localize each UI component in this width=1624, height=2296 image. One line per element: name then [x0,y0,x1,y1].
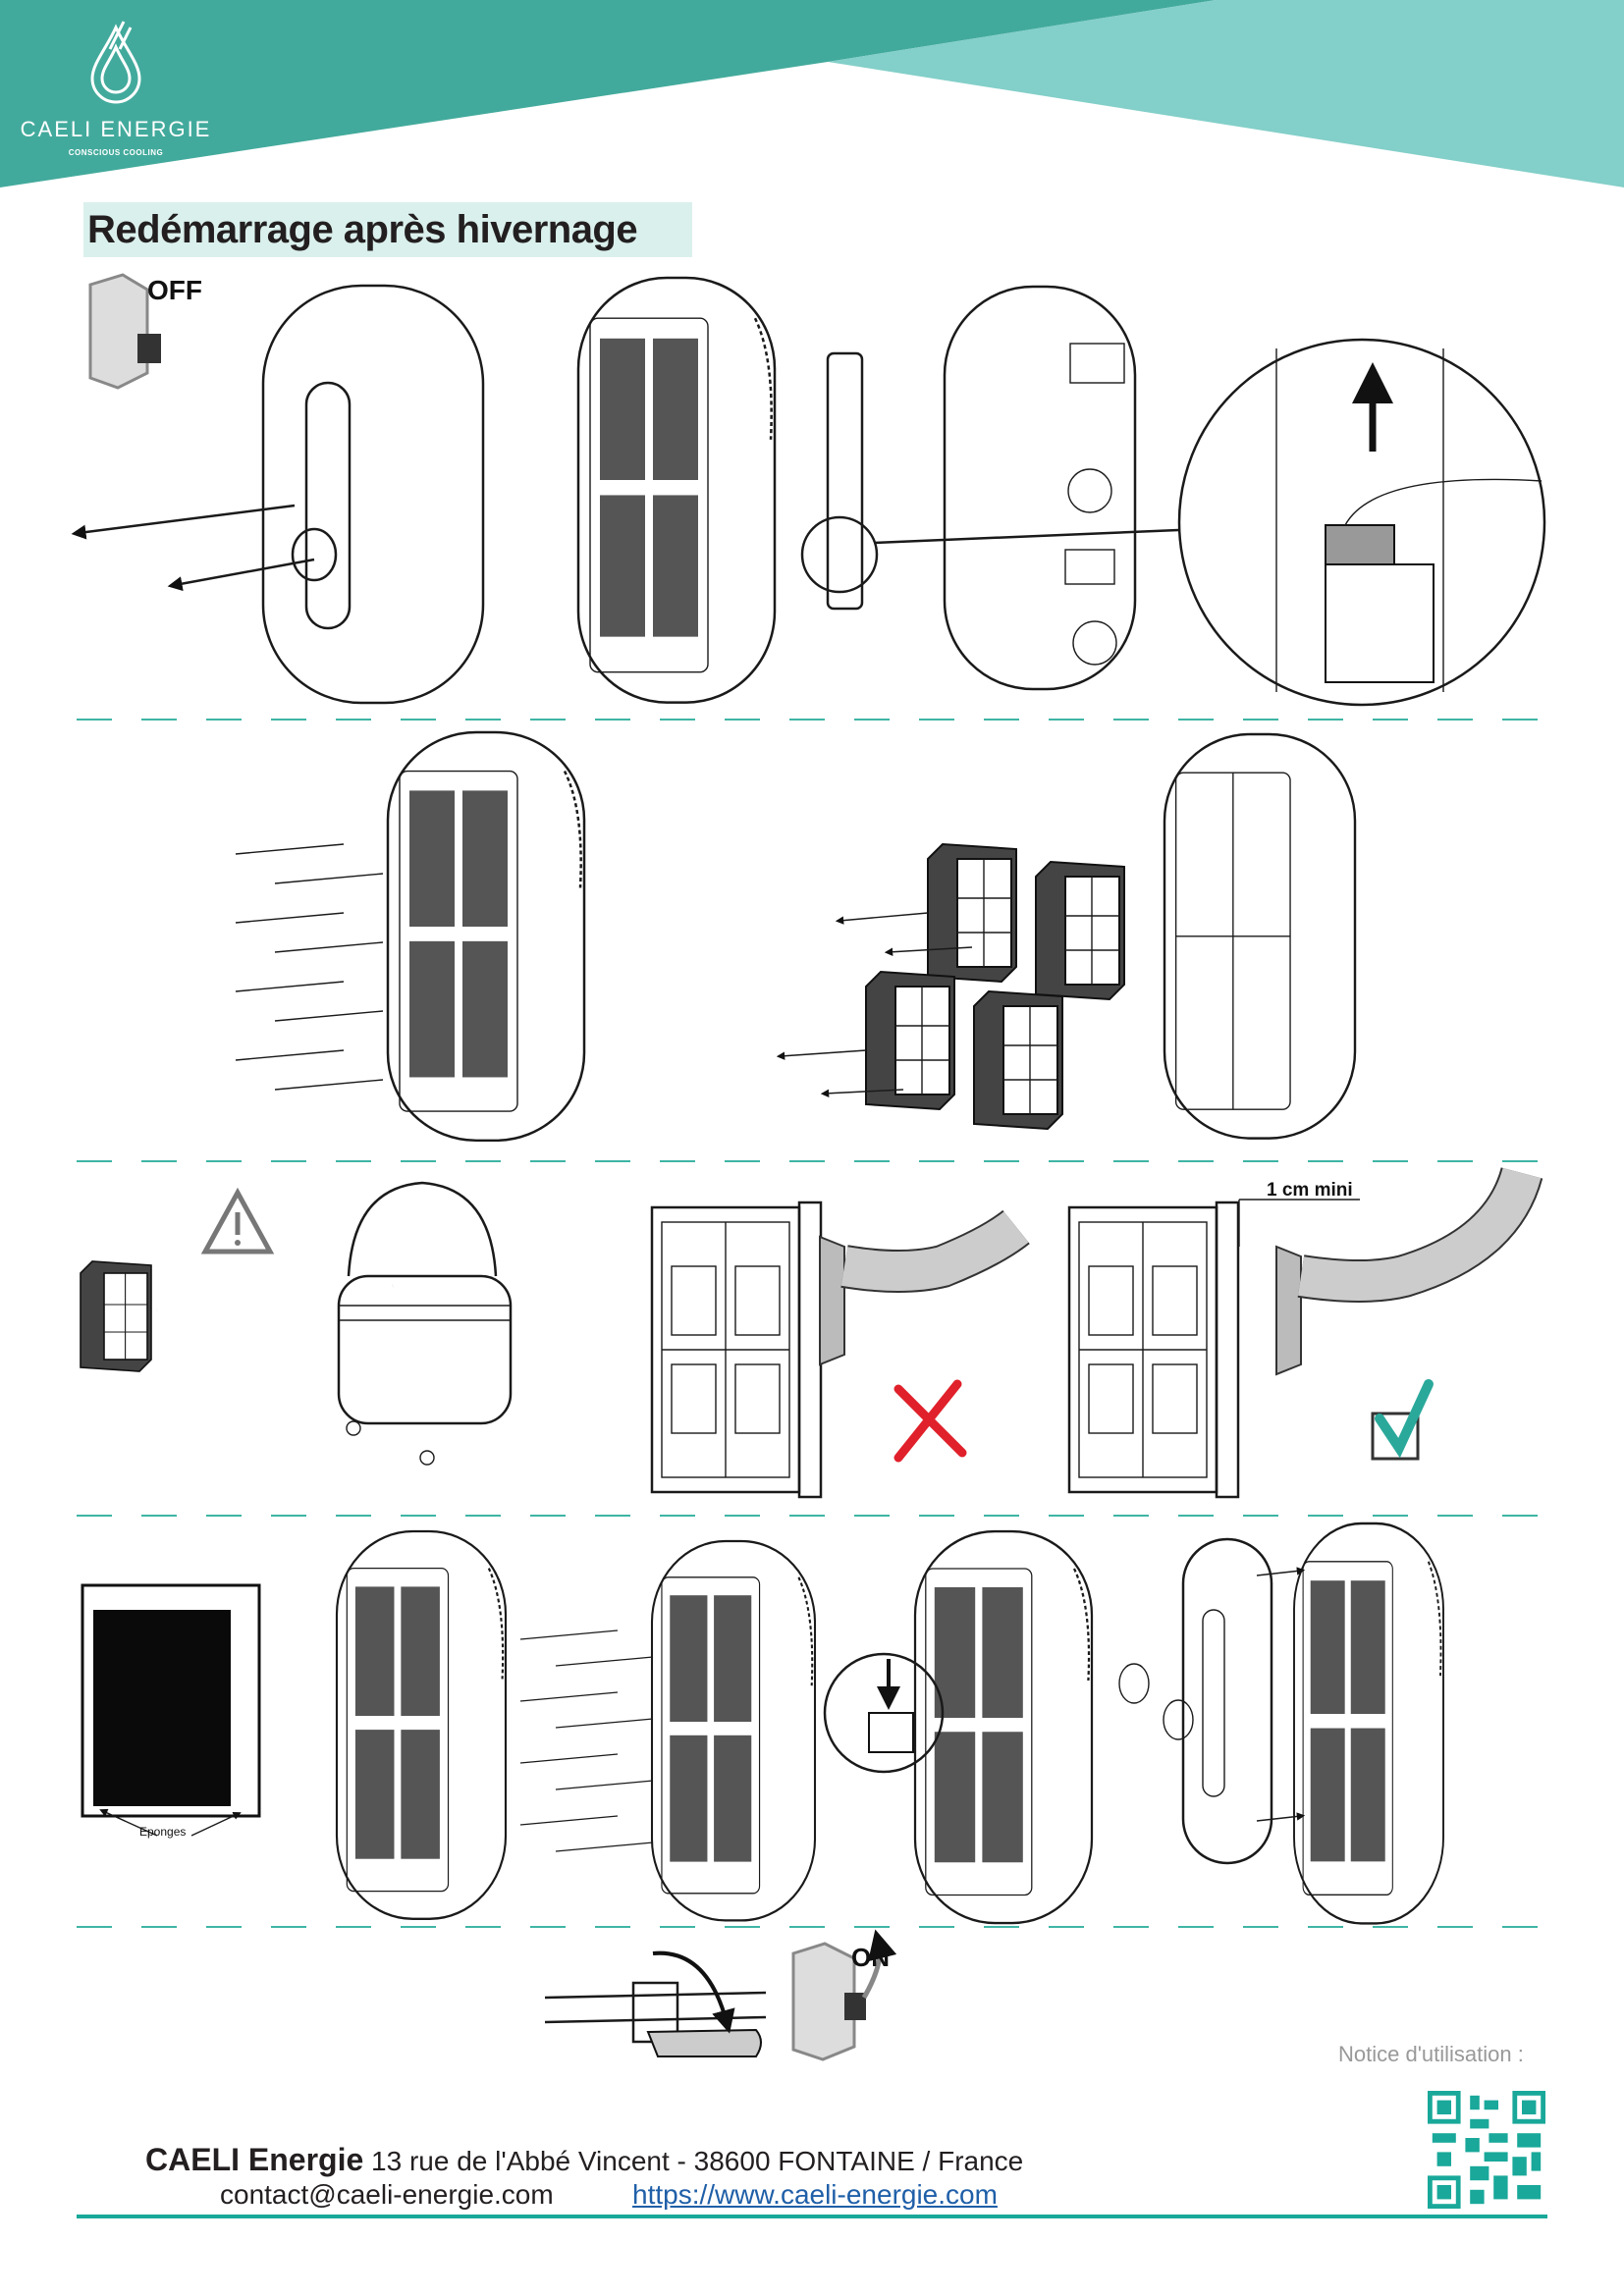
control-panel-strip [800,351,1179,611]
address-text: 13 rue de l'Abbé Vincent - 38600 FONTAIN… [371,2146,1024,2176]
company-name: CAELI Energie [145,2142,364,2177]
off-label: OFF [147,275,202,305]
banner-dark-teal [0,0,1216,187]
breaker-on-icon: ON [791,1929,897,2061]
correct-check-icon [1371,1379,1434,1461]
brand-name: CAELI ENERGIE [20,117,212,141]
valve-open-illustration [544,1950,767,2057]
brand-tagline: CONSCIOUS COOLING [68,148,164,157]
page-title-box: Redémarrage après hivernage [83,202,692,257]
correct-position-illustration: 1 cm mini [1067,1166,1543,1499]
caeli-logo: CAELI ENERGIE CONSCIOUS COOLING [18,20,214,157]
banner-light-teal [828,0,1624,187]
user-manual-label: Notice d'utilisation : [1338,2042,1524,2066]
detail-zoom-connector [1177,338,1546,707]
wrong-position-illustration [650,1201,1030,1499]
step-reconnect-cable [823,1529,1094,1925]
wrong-cross-icon [893,1379,967,1463]
step-open-unit [576,276,777,704]
step-remove-front-cover [71,284,485,705]
contact-email[interactable]: contact@caeli-energie.com [220,2179,554,2210]
company-address: CAELI Energie 13 rue de l'Abbé Vincent -… [145,2142,1023,2178]
page-title: Redémarrage après hivernage [87,208,638,251]
warning-icon [200,1187,275,1255]
step-vacuum-filters [80,1181,608,1466]
step-refit-screws [519,1539,817,1922]
footer-divider [77,2215,1547,2218]
step-remove-screws [235,730,586,1143]
gap-label: 1 cm mini [1267,1180,1353,1201]
water-drop-logo-icon [90,21,141,104]
step-remove-filters [776,732,1357,1140]
step-refit-front-cover [1118,1522,1445,1925]
unit-back-view [943,285,1137,691]
qr-code-icon[interactable] [1428,2091,1545,2209]
website-link[interactable]: https://www.caeli-energie.com [632,2179,998,2210]
breaker-off-icon: OFF [88,273,202,390]
step-reinstall-filters [335,1529,508,1920]
on-label: ON [851,1943,890,1972]
header-banner [0,0,1624,187]
sponges-label: Eponges [139,1825,186,1839]
filter-with-sponges: Eponges [81,1583,261,1839]
